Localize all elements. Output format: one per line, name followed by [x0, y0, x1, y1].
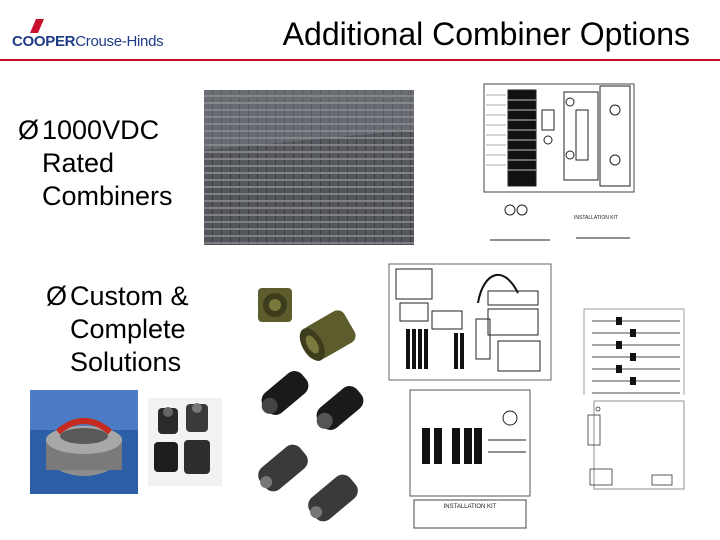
- bullet-2-line-1: Custom &: [70, 281, 189, 311]
- bullet-1-line-3: Combiners: [42, 181, 173, 211]
- installation-kit-label-1: INSTALLATION KIT: [574, 215, 618, 221]
- title-divider: [0, 59, 720, 61]
- bullet-2-line-2: Complete: [70, 314, 186, 344]
- installation-kit-label-2: INSTALLATION KIT: [443, 504, 497, 510]
- solar-field-photo: [204, 90, 414, 245]
- combiner-schematic-drawing: INSTALLATION KIT: [480, 80, 640, 245]
- bullet-2-line-3: Solutions: [70, 347, 182, 377]
- conduit-hub-fitting-photo: [30, 390, 138, 494]
- breaker-box-drawing: INSTALLATION KIT: [408, 388, 532, 530]
- cable-glands-photo: [148, 398, 222, 486]
- olive-circular-connectors-photo: [252, 278, 362, 378]
- bullet-arrow-icon: Ø: [18, 115, 40, 145]
- logo-mark-icon: [30, 19, 44, 33]
- black-pv-connectors-photo: [245, 368, 375, 533]
- cooper-crouse-hinds-logo: COOPERCrouse-Hinds: [12, 19, 164, 53]
- slide-title: Additional Combiner Options: [282, 16, 690, 52]
- bullet-1-line-1: 1000VDC: [42, 115, 160, 145]
- logo-sub: Crouse-Hinds: [75, 33, 164, 50]
- logo-brand: COOPER: [12, 33, 76, 50]
- bullet-1-line-2: Rated: [42, 148, 115, 178]
- bullet-arrow-icon: Ø: [46, 281, 68, 311]
- wiring-schematic-drawing: [388, 263, 552, 381]
- wiring-layout-drawing-bottom-right: [582, 395, 690, 495]
